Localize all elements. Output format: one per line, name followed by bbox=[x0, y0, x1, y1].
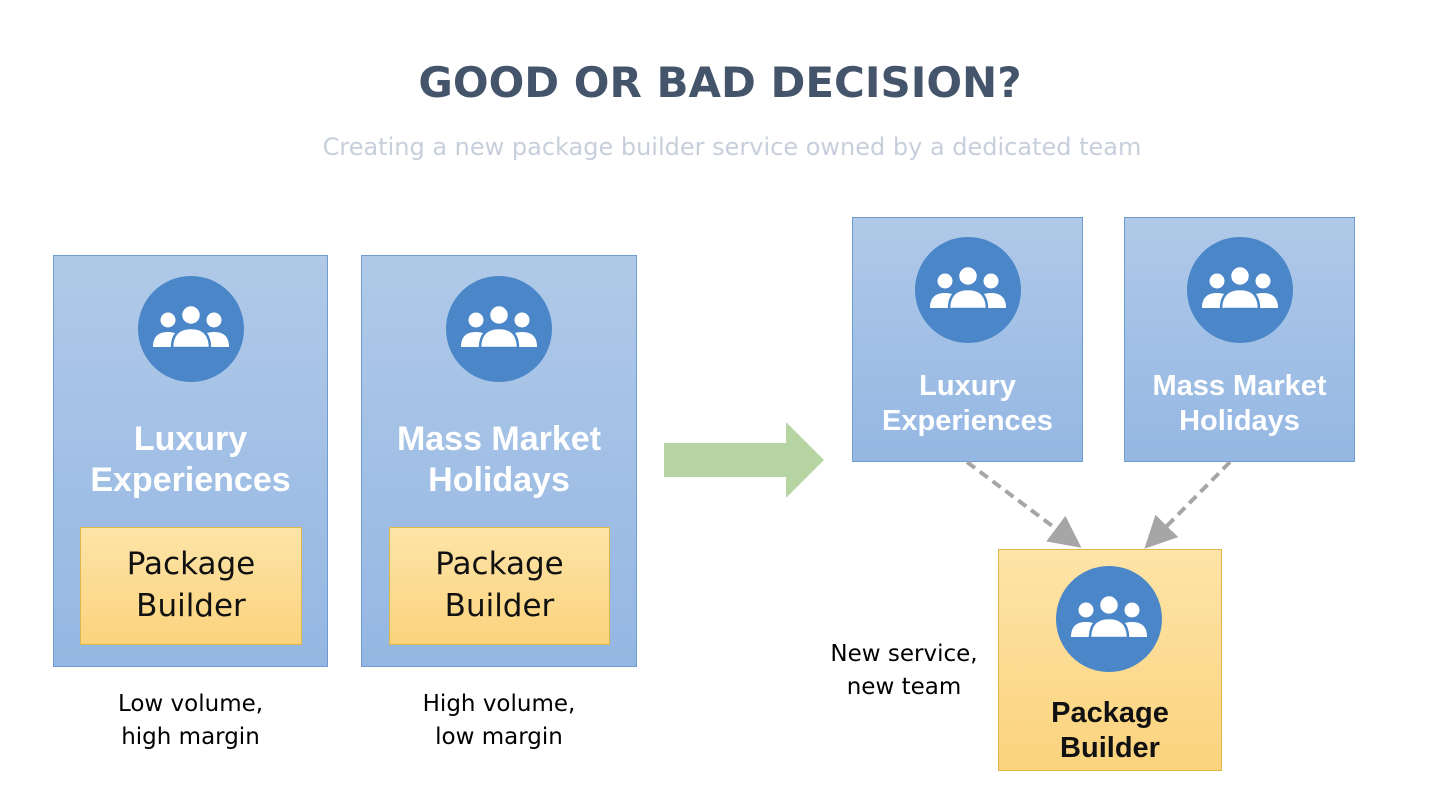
team-box-mass-market-before: Mass Market Holidays Package Builder bbox=[361, 255, 637, 667]
people-group-icon bbox=[915, 237, 1021, 343]
people-group-icon bbox=[138, 276, 244, 382]
slide-title: GOOD OR BAD DECISION? bbox=[418, 58, 1022, 107]
dashed-arrow-icon bbox=[965, 460, 1082, 548]
caption-new-service: New service, new team bbox=[830, 641, 978, 700]
team-box-luxury-before: Luxury Experiences Package Builder bbox=[53, 255, 328, 667]
team-box-luxury-after: Luxury Experiences bbox=[852, 217, 1083, 462]
team-name: Mass Market Holidays bbox=[396, 420, 602, 499]
package-builder-service-label: Package Builder bbox=[1051, 697, 1169, 765]
team-name: Luxury Experiences bbox=[90, 420, 291, 499]
right-arrow-icon bbox=[664, 422, 824, 498]
package-builder-service-box: Package Builder bbox=[998, 549, 1222, 771]
package-builder-label: Package Builder bbox=[435, 546, 564, 624]
package-builder-box: Package Builder bbox=[80, 527, 302, 645]
team-name: Mass Market Holidays bbox=[1152, 370, 1327, 437]
team-name: Luxury Experiences bbox=[882, 370, 1053, 437]
people-group-icon bbox=[1187, 237, 1293, 343]
people-group-icon bbox=[1056, 566, 1162, 672]
slide-subtitle: Creating a new package builder service o… bbox=[322, 133, 1142, 161]
team-box-mass-market-after: Mass Market Holidays bbox=[1124, 217, 1355, 462]
people-group-icon bbox=[446, 276, 552, 382]
caption-mass-market: High volume, low margin bbox=[422, 691, 576, 750]
package-builder-box: Package Builder bbox=[389, 527, 610, 645]
dashed-arrow-icon bbox=[1144, 460, 1232, 549]
caption-luxury: Low volume, high margin bbox=[117, 691, 264, 750]
package-builder-label: Package Builder bbox=[126, 546, 256, 624]
